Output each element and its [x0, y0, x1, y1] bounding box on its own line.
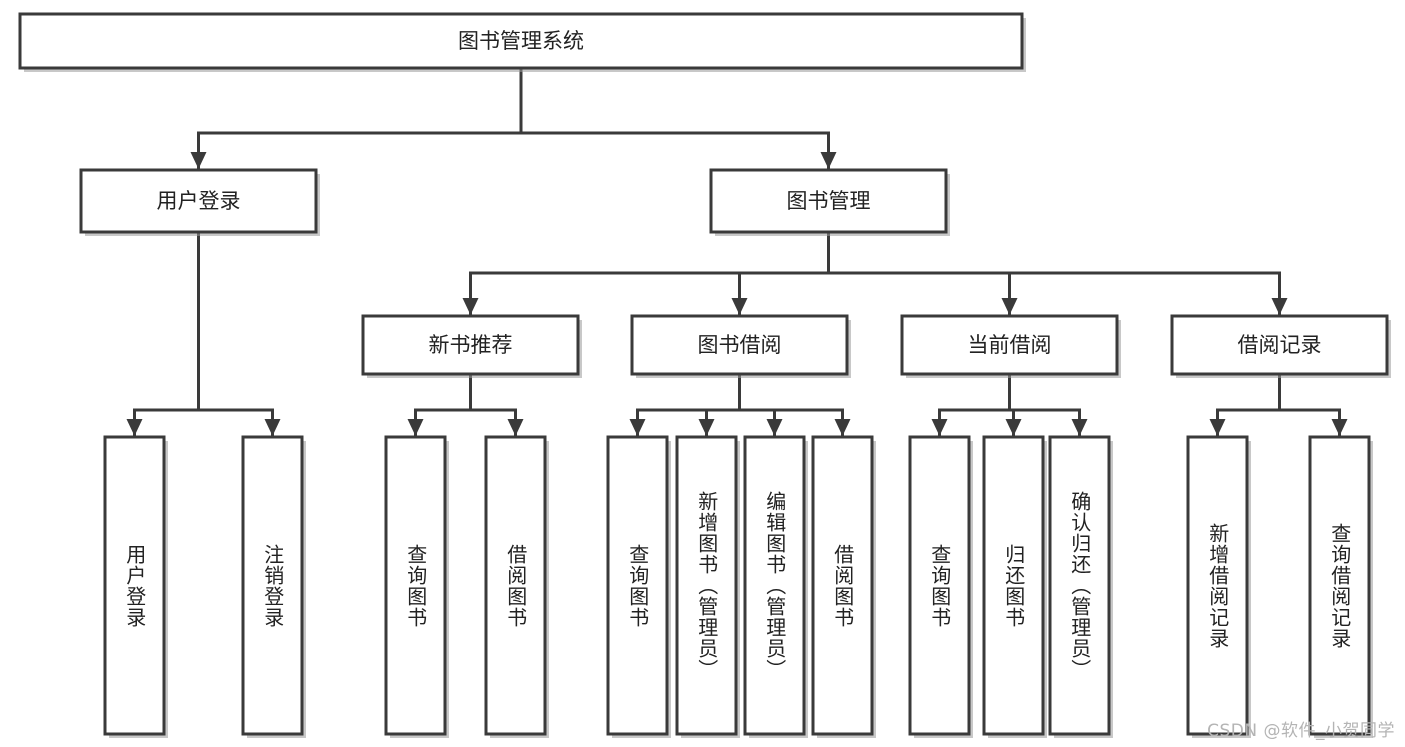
- watermark: CSDN @软件_小贺同学: [1207, 721, 1395, 741]
- node-box-user-login[interactable]: [79, 168, 318, 234]
- arrowhead-to-leaf-borrow-book-1: [507, 419, 524, 436]
- node-label-root: 图书管理系统: [458, 29, 584, 53]
- arrowhead-to-leaf-query-book-1: [407, 419, 424, 436]
- arrowhead-to-leaf-add-book: [698, 419, 715, 436]
- arrowhead-to-book-management: [820, 152, 837, 169]
- arrowhead-to-current-borrow: [1001, 298, 1018, 315]
- node-box-leaf-edit-book[interactable]: [743, 435, 806, 736]
- arrowhead-to-borrow-record: [1271, 298, 1288, 315]
- node-label-borrow-record: 借阅记录: [1238, 333, 1322, 357]
- arrowhead-to-leaf-return-book: [1005, 419, 1022, 436]
- node-label-current-borrow: 当前借阅: [968, 333, 1052, 357]
- node-box-new-book-recommend[interactable]: [361, 314, 580, 376]
- node-box-leaf-query-book-2[interactable]: [606, 435, 669, 736]
- node-label-user-login: 用户登录: [157, 189, 241, 213]
- node-box-leaf-add-book[interactable]: [675, 435, 738, 736]
- arrowhead-to-book-borrow: [731, 298, 748, 315]
- arrowhead-to-leaf-confirm-return: [1071, 419, 1088, 436]
- connectors-layer: [126, 66, 1348, 437]
- arrowhead-to-leaf-user-login: [126, 419, 143, 436]
- node-box-leaf-query-book-1[interactable]: [384, 435, 447, 736]
- arrowhead-to-leaf-user-logout: [264, 419, 281, 436]
- node-label-new-book-recommend: 新书推荐: [429, 333, 513, 357]
- node-box-leaf-query-record[interactable]: [1308, 435, 1371, 736]
- arrowhead-to-leaf-query-book-3: [931, 419, 948, 436]
- arrowhead-to-leaf-borrow-book-2: [834, 419, 851, 436]
- node-label-book-borrow: 图书借阅: [698, 333, 782, 357]
- node-box-leaf-borrow-book-1[interactable]: [484, 435, 547, 736]
- node-box-leaf-return-book[interactable]: [982, 435, 1045, 736]
- node-box-root[interactable]: [18, 12, 1024, 70]
- arrowhead-to-leaf-edit-book: [766, 419, 783, 436]
- arrowhead-to-leaf-query-book-2: [629, 419, 646, 436]
- node-box-leaf-user-logout[interactable]: [241, 435, 304, 736]
- node-box-leaf-add-record[interactable]: [1186, 435, 1249, 736]
- node-box-leaf-borrow-book-2[interactable]: [811, 435, 874, 736]
- arrowhead-to-user-login: [190, 152, 207, 169]
- node-box-current-borrow[interactable]: [900, 314, 1119, 376]
- node-box-book-borrow[interactable]: [630, 314, 849, 376]
- node-box-leaf-user-login[interactable]: [103, 435, 166, 736]
- node-box-leaf-confirm-return[interactable]: [1048, 435, 1111, 736]
- arrowhead-to-leaf-add-record: [1209, 419, 1226, 436]
- node-box-borrow-record[interactable]: [1170, 314, 1389, 376]
- arrowhead-to-leaf-query-record: [1331, 419, 1348, 436]
- node-label-book-management: 图书管理: [787, 189, 871, 213]
- node-box-book-management[interactable]: [709, 168, 948, 234]
- arrowhead-to-new-book-recommend: [462, 298, 479, 315]
- node-box-leaf-query-book-3[interactable]: [908, 435, 971, 736]
